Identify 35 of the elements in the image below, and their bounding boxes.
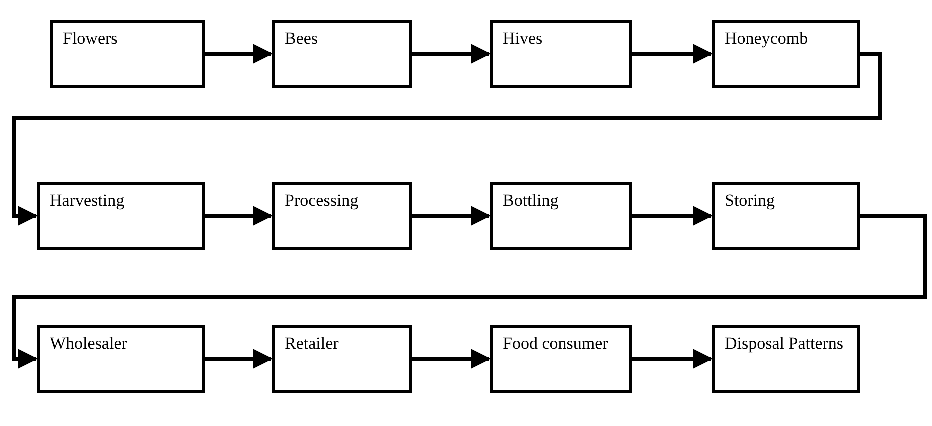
box-label: Processing xyxy=(285,191,360,212)
process-box xyxy=(712,182,860,250)
arrow xyxy=(412,206,491,226)
box-label: Wholesaler xyxy=(50,334,128,354)
box-label: Harvesting xyxy=(50,191,126,212)
process-box xyxy=(37,182,205,250)
arrow xyxy=(205,349,273,369)
process-box xyxy=(272,182,412,250)
arrow xyxy=(412,349,491,369)
process-box xyxy=(490,182,632,250)
box-label: Storing xyxy=(725,191,776,212)
process-box xyxy=(490,20,632,88)
arrow xyxy=(12,214,927,369)
process-box xyxy=(272,20,412,88)
box-label: Food consumer xyxy=(503,334,610,354)
arrow xyxy=(632,44,713,64)
arrow xyxy=(205,206,273,226)
process-box xyxy=(712,325,860,393)
box-label: Bees xyxy=(285,29,320,50)
box-label: Hives xyxy=(503,29,544,50)
box-label: Disposal Patterns xyxy=(725,334,845,354)
box-label: Honeycomb xyxy=(725,29,810,50)
process-box xyxy=(50,20,205,88)
arrow xyxy=(412,44,491,64)
arrow xyxy=(205,44,273,64)
box-label: Flowers xyxy=(63,29,119,50)
arrow xyxy=(632,206,713,226)
box-label: Bottling xyxy=(503,191,560,212)
process-box xyxy=(712,20,860,88)
box-label: Retailer xyxy=(285,334,340,354)
process-box xyxy=(490,325,632,393)
process-box xyxy=(272,325,412,393)
arrow xyxy=(12,52,882,226)
process-box xyxy=(37,325,205,393)
arrow xyxy=(632,349,713,369)
